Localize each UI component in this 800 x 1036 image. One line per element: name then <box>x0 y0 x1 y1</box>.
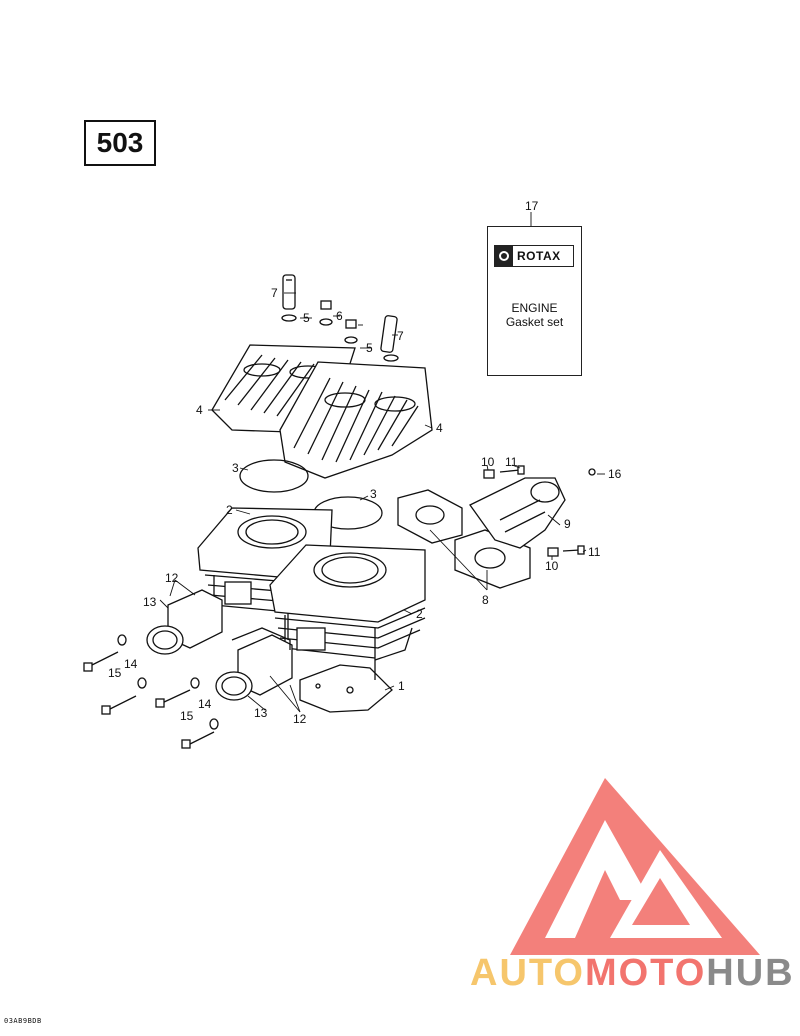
manifold-bolt-lower <box>547 545 585 557</box>
exhaust-gasket-upper <box>397 489 463 544</box>
exhaust-manifold <box>469 477 566 549</box>
callout-17: 17 <box>525 199 539 213</box>
gasket-kit-sheet: ROTAX ENGINE Gasket set <box>487 226 582 376</box>
callout-5-left: 5 <box>303 311 310 325</box>
callout-15-right: 15 <box>180 709 194 723</box>
callout-13-left: 13 <box>143 595 157 609</box>
callout-9: 9 <box>564 517 571 531</box>
cylinder-right <box>269 544 426 680</box>
fitting-16 <box>588 468 596 476</box>
callout-10-upper: 10 <box>481 455 495 469</box>
callout-2-right: 2 <box>416 607 423 621</box>
callout-3-right: 3 <box>370 487 377 501</box>
cylinder-stud-left <box>282 274 296 310</box>
rotax-brand: ROTAX <box>517 249 561 263</box>
screw-set-left <box>83 634 147 715</box>
watermark-logo-icon <box>510 778 760 955</box>
washer-right <box>383 354 399 362</box>
engine-code-box: 503 <box>84 120 156 166</box>
intake-adapter-right <box>215 634 293 701</box>
watermark-hub: HUB <box>706 952 795 994</box>
callout-1: 1 <box>398 679 405 693</box>
kit-line2: Gasket set <box>505 315 564 329</box>
callout-14-right: 14 <box>198 697 212 711</box>
watermark-moto: MOTO <box>584 952 707 994</box>
cylinder-head-right <box>279 361 433 479</box>
callout-6: 6 <box>336 309 343 323</box>
intake-gasket <box>231 627 291 650</box>
nut-pair-top <box>319 300 358 344</box>
callout-7-left: 7 <box>271 286 278 300</box>
callout-14-left: 14 <box>124 657 138 671</box>
figure-reference-code: 03AB9BDB <box>4 1017 42 1025</box>
callout-12-right: 12 <box>293 712 307 726</box>
callout-15-left: 15 <box>108 666 122 680</box>
watermark-auto: AUTO <box>470 952 585 994</box>
callout-10-lower: 10 <box>545 559 559 573</box>
base-gasket <box>299 664 393 713</box>
washer-left <box>281 314 297 322</box>
callout-5-right: 5 <box>366 341 373 355</box>
manifold-bolt-upper <box>483 465 525 479</box>
leader-lines <box>159 212 605 713</box>
callout-2-left: 2 <box>226 503 233 517</box>
callout-11-lower: 11 <box>588 545 601 559</box>
callout-7-right: 7 <box>397 329 404 343</box>
cylinder-stud-right <box>380 315 398 353</box>
callout-3-left: 3 <box>232 461 239 475</box>
callout-4-left: 4 <box>196 403 203 417</box>
head-gasket-left <box>239 459 309 493</box>
callout-11-upper: 11 <box>505 455 518 469</box>
callout-4-right: 4 <box>436 421 443 435</box>
rotax-logo: ROTAX <box>494 245 574 267</box>
intake-adapter-left <box>146 589 223 655</box>
callout-8: 8 <box>482 593 489 607</box>
callout-12-left: 12 <box>165 571 179 585</box>
callout-16: 16 <box>608 467 622 481</box>
kit-line1: ENGINE <box>511 301 558 315</box>
watermark-text: AUTOMOTOHUB <box>470 952 795 995</box>
callout-13-right: 13 <box>254 706 268 720</box>
screw-set-right <box>155 677 219 749</box>
rotax-badge-icon <box>495 246 513 266</box>
